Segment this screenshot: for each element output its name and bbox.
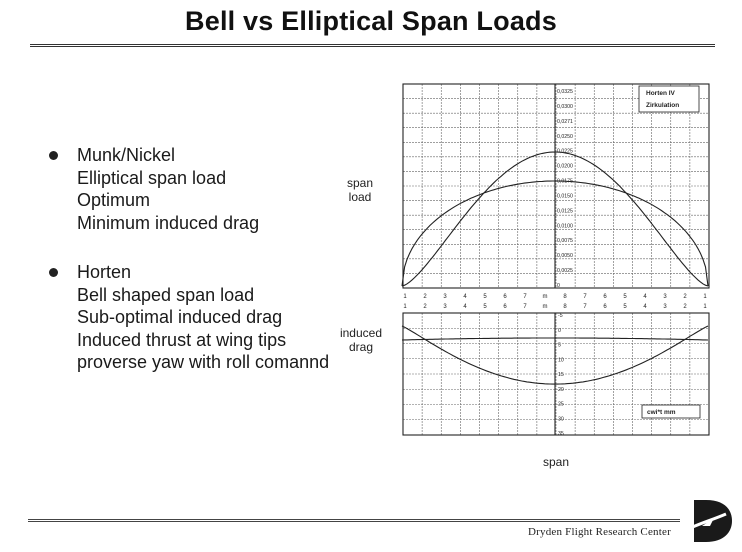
station-label: 7	[583, 294, 587, 300]
upper-tick-label: 0,0150	[557, 193, 573, 199]
span-axis-label: span	[542, 455, 570, 469]
figure-legend-line: Zirkulation	[646, 102, 679, 109]
bullet-icon	[49, 151, 58, 160]
span-load-label-line: load	[348, 190, 372, 204]
bell-induced-drag-curve	[401, 325, 709, 385]
lower-tick-label: 5	[558, 343, 561, 349]
upper-tick-label: 0,0025	[557, 268, 573, 274]
station-label: 1	[703, 304, 707, 310]
lower-tick-label: -5	[558, 313, 563, 319]
station-label: 3	[443, 304, 447, 310]
upper-tick-label: 0	[557, 283, 560, 289]
station-label: 3	[663, 294, 667, 300]
station-label: 2	[683, 304, 687, 310]
bullet-line: Induced thrust at wing tips	[77, 329, 287, 350]
elliptical-induced-drag-curve	[401, 337, 709, 341]
bullet-line: Minimum induced drag	[77, 212, 260, 233]
upper-tick-label: 0,0100	[557, 223, 573, 229]
bell-span-load-curve	[401, 151, 709, 287]
lower-plot-frame	[402, 312, 710, 436]
elliptical-span-load-curve	[401, 180, 709, 287]
title-divider	[30, 44, 715, 47]
station-label: 5	[623, 294, 627, 300]
station-label: 1	[403, 294, 407, 300]
upper-plot-frame	[402, 83, 710, 289]
footer-text: Dryden Flight Research Center	[528, 526, 671, 538]
station-label: 2	[683, 294, 687, 300]
upper-tick-label: 0,0200	[557, 164, 573, 170]
upper-tick-label: 0,0325	[557, 89, 573, 95]
station-label: 7	[523, 304, 527, 310]
station-label: 8	[563, 304, 567, 310]
lower-tick-label: 25	[558, 402, 564, 408]
footer-divider	[28, 519, 680, 522]
span-load-figure: 0,0325 0,0300 0,0271 0,0250 0,0225 0,0200 0,01…	[401, 83, 710, 437]
station-label: 4	[463, 294, 467, 300]
induced-drag-label-line: induced	[339, 326, 383, 340]
upper-tick-label: 0,0075	[557, 238, 573, 244]
lower-tick-label: 20	[558, 387, 564, 393]
upper-tick-label: 0,0250	[557, 134, 573, 140]
station-label: m	[543, 294, 548, 300]
station-label: 5	[483, 294, 487, 300]
page-title: Bell vs Elliptical Span Loads	[185, 6, 557, 36]
lower-tick-label: 15	[558, 372, 564, 378]
station-label: 6	[603, 304, 607, 310]
lower-grid	[403, 313, 709, 435]
station-label: 4	[463, 304, 467, 310]
station-label: 4	[643, 304, 647, 310]
bullet-line: Munk/Nickel	[77, 145, 176, 165]
station-label: 7	[523, 294, 527, 300]
station-label: 2	[423, 294, 427, 300]
station-label: 6	[503, 304, 507, 310]
unit-label-box	[641, 404, 701, 419]
station-label: 4	[643, 294, 647, 300]
bullet-line: Optimum	[77, 190, 151, 210]
lower-tick-label: 30	[558, 416, 564, 422]
upper-grid	[403, 84, 709, 288]
bullet-line: Bell shaped span load	[77, 284, 255, 305]
station-label: 7	[583, 304, 587, 310]
station-label: 6	[603, 294, 607, 300]
bullet-horten: Horten Bell shaped span load Sub-optimal…	[77, 261, 329, 374]
station-label: 3	[663, 304, 667, 310]
bullet-line: proverse yaw with roll comannd	[77, 352, 330, 372]
station-label: 1	[703, 294, 707, 300]
upper-tick-label: 0,0050	[557, 253, 573, 259]
unit-label: cwi*t mm	[647, 409, 676, 416]
station-label: m	[543, 304, 548, 310]
bullet-line: Sub-optimal induced drag	[77, 307, 283, 327]
lower-tick-label: 10	[558, 357, 564, 363]
span-load-label: span load	[340, 176, 380, 204]
station-label: 8	[563, 294, 567, 300]
figure-legend-line: Horten IV	[646, 90, 676, 97]
upper-tick-label: 0,0271	[557, 119, 573, 125]
bullet-munk-nickel: Munk/Nickel Elliptical span load Optimum…	[77, 144, 259, 234]
upper-tick-label: 0,0125	[557, 208, 573, 214]
station-label: 2	[423, 304, 427, 310]
station-label: 6	[503, 294, 507, 300]
span-load-label-line: span	[346, 176, 374, 190]
induced-drag-label-line: drag	[348, 340, 374, 354]
upper-tick-label: 0,0225	[557, 149, 573, 155]
station-label: 3	[443, 294, 447, 300]
lower-tick-label: 35	[558, 431, 564, 437]
bullet-line: Horten	[77, 262, 132, 282]
bullet-icon	[49, 268, 58, 277]
figure-legend-box	[638, 85, 700, 113]
dryden-logo-icon	[685, 500, 732, 542]
upper-tick-label: 0,0300	[557, 104, 573, 110]
lower-tick-label: 0	[558, 328, 561, 334]
station-label: 1	[403, 304, 407, 310]
station-label: 5	[483, 304, 487, 310]
bullet-line: Elliptical span load	[77, 167, 227, 188]
station-label: 5	[623, 304, 627, 310]
induced-drag-label: induced drag	[334, 326, 388, 354]
